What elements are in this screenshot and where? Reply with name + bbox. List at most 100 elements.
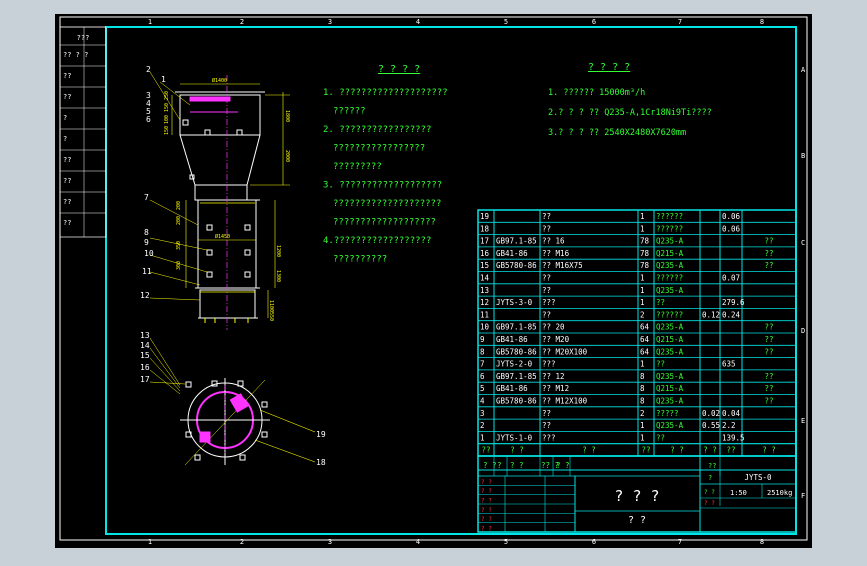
left-strip-row: ?? [63,93,71,101]
table-cell: ?? [764,335,773,344]
dim-right: 550 [268,312,274,321]
grid-number-top: 2 [240,18,244,26]
table-cell: ?? [764,384,773,393]
table-cell: GB5780-86 [496,347,537,356]
table-cell: ?? [542,212,551,221]
table-cell: ?? [764,397,773,406]
grid-letter: A [801,66,806,74]
callout-number: 1 [161,75,166,84]
table-cell: 1 [640,433,645,442]
table-cell: ?? 20 [542,323,565,332]
grid-number-bottom: 1 [148,538,152,546]
left-strip-row: ?? [63,156,71,164]
table-cell: 0.55 [702,421,720,430]
table-cell: 5 [480,384,485,393]
table-cell: Q215-A [656,384,684,393]
table-cell: Q235-A [656,323,684,332]
title-block-row-label: ? ? [481,479,492,486]
table-cell: 1 [640,298,645,307]
spec-notes: ? ? ? ? 1. ?????? 15000m³/h2.? ? ? ?? Q2… [548,62,712,138]
table-cell: ?????? [656,310,683,319]
drawing-number: JYTS-0 [744,473,772,482]
table-cell: 635 [722,360,736,369]
table-cell: Q235-A [656,261,684,270]
table-cell: JYTS-2-0 [496,360,533,369]
table-cell: 78 [640,237,650,246]
dim-right: 1800 [284,110,290,122]
note-line: 1. ???????????????????? [323,88,448,98]
title-small-d: ? ? [704,500,715,507]
table-cell: 0.24 [722,310,741,319]
table-cell: 2 [640,310,645,319]
table-cell: 0.06 [722,212,741,221]
note-line: ???????????????????? [333,199,441,209]
callout-number: 4 [146,99,151,108]
callout-number: 7 [144,193,149,202]
table-cell: 1 [640,274,645,283]
table-cell: Q215-A [656,335,684,344]
table-cell: Q235-A [656,421,684,430]
table-cell: 2 [640,409,645,418]
paper [55,14,812,548]
table-cell: 279.6 [722,298,745,307]
table-header-cell: ? ? [670,446,684,455]
left-strip: ??? ?? ? ??????????????? [59,26,107,238]
callout-number: 15 [140,351,150,360]
table-cell: ?? [764,347,773,356]
grid-letter: D [801,327,805,335]
grid-number-bottom: 3 [328,538,332,546]
table-cell: 16 [480,249,490,258]
grid-number-top: 3 [328,18,332,26]
callout-number: 6 [146,115,151,124]
callout-number: 19 [316,430,326,439]
grid-number-top: 1 [148,18,152,26]
table-header-cell: ?? [726,446,735,455]
title-block-label: ?? ? [541,461,559,470]
dim-top-dia: Ø1400 [212,77,227,84]
table-cell: 1 [640,212,645,221]
table-cell: ?? [542,224,551,233]
table-cell: 6 [480,372,485,381]
grid-number-top: 6 [592,18,596,26]
dim-right: 2000 [284,150,290,162]
table-header-cell: ? ? [762,446,776,455]
notes-title: ? ? ? ? [378,64,420,75]
table-cell: ?? [764,249,773,258]
title-small-c: ? ? [704,489,715,496]
dim-left: 250 [164,91,170,100]
table-cell: GB5780-86 [496,397,537,406]
callout-number: 5 [146,107,151,116]
callout-number: 10 [144,249,154,258]
title-block: ? ??? ??? ?? ?? ?? ?? ?? ?? ?? ?? ? ?? ?… [477,455,797,533]
table-cell: 11 [480,310,489,319]
table-header-cell: ? ? [703,446,717,455]
drawing-subtitle: ? ? [628,515,646,526]
table-cell: ?? M16X75 [542,261,583,270]
title-small-b: ? [708,474,712,482]
table-cell: 18 [480,224,490,233]
table-cell: 139.5 [722,433,745,442]
table-cell: Q235-A [656,237,684,246]
table-cell: 7 [480,360,485,369]
grid-number-top: 4 [416,18,420,26]
table-cell: 78 [640,261,650,270]
dim-right: 1100 [268,300,274,312]
table-cell: 8 [640,372,645,381]
table-cell: 12 [480,298,489,307]
left-strip-row: ?? [63,198,71,206]
title-small-a: ?? [708,462,716,470]
table-cell: Q235-A [656,347,684,356]
table-cell: ?? M16 [542,249,570,258]
table-cell: ?? 16 [542,237,565,246]
title-block-row-label: ? ? [481,526,492,533]
dim-right: 1200 [275,245,281,257]
table-cell: 10 [480,323,490,332]
table-cell: 64 [640,335,650,344]
table-cell: Q215-A [656,249,684,258]
drawing-weight: 2510kg [767,489,792,497]
table-cell: ?? [764,372,773,381]
table-cell: GB41-86 [496,384,528,393]
